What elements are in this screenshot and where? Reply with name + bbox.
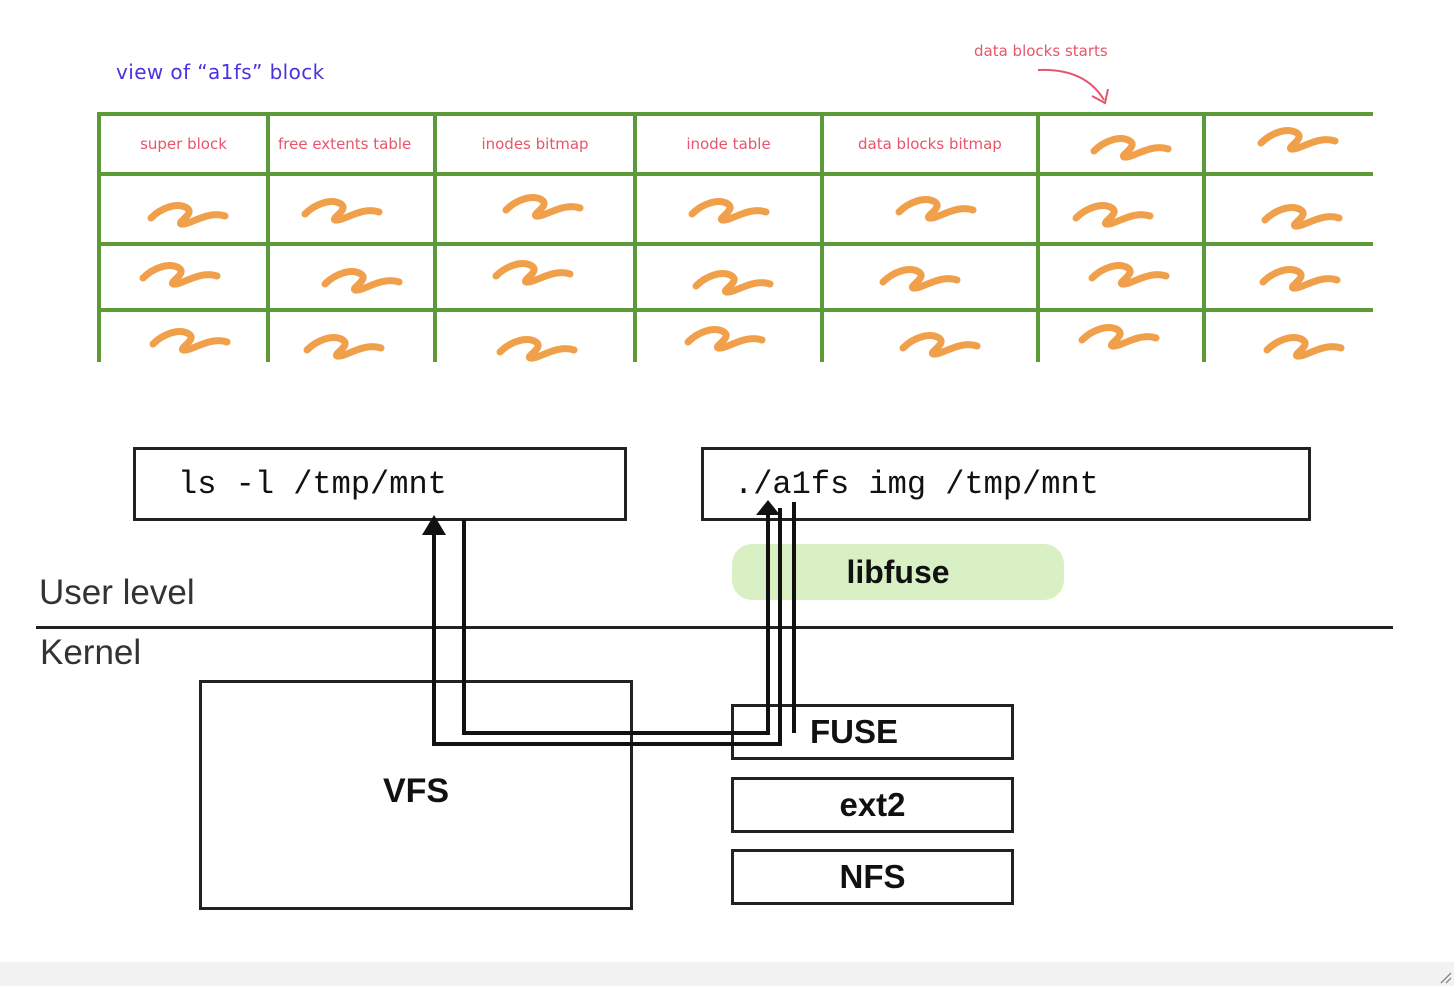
squiggle-icon: [688, 198, 769, 224]
squiggle-icon: [321, 268, 402, 294]
nfs-fs-box: NFS: [731, 849, 1014, 905]
a1fs-block-grid: super block free extents table inodes bi…: [97, 112, 1393, 370]
squiggle-icon: [502, 194, 584, 220]
cell-label: super block: [140, 135, 227, 153]
user-command-box: ls -l /tmp/mnt: [133, 447, 627, 521]
data-block-cell: [437, 246, 633, 308]
cell-label: free extents table: [278, 135, 412, 153]
data-blocks-start-arrow: [1037, 68, 1109, 105]
data-block-cell: [1206, 312, 1393, 370]
block-view-title: view of “a1fs” block: [116, 60, 325, 84]
squiggle-icon: [1078, 324, 1160, 350]
squiggle-icon: [1259, 266, 1340, 292]
cell-label: data blocks bitmap: [858, 135, 1002, 153]
data-blocks-start-label: data blocks starts: [974, 42, 1108, 60]
squiggle-icon: [1090, 135, 1172, 161]
block-cell-data-blocks-bitmap: data blocks bitmap: [824, 116, 1036, 172]
squiggle-icon: [684, 326, 765, 352]
squiggle-icon: [1257, 127, 1338, 153]
data-block-cell: [437, 312, 633, 370]
vfs-label: VFS: [382, 772, 450, 810]
block-cell-super-block: super block: [101, 116, 266, 172]
data-block-cell: [101, 312, 266, 370]
data-block-cell: [437, 176, 633, 242]
fuse-fs-box: FUSE: [731, 704, 1014, 760]
squiggle-icon: [149, 328, 230, 354]
cell-label: inodes bitmap: [481, 135, 589, 153]
data-block-cell: [824, 246, 1036, 308]
squiggle-icon: [1261, 204, 1342, 230]
data-block-cell: [637, 176, 820, 242]
data-block-cell: [270, 312, 433, 370]
bottom-strip: [0, 962, 1454, 986]
squiggle-icon: [303, 334, 384, 360]
data-block-cell: [1040, 116, 1202, 172]
data-block-cell: [824, 176, 1036, 242]
squiggle-icon: [147, 202, 228, 228]
squiggle-icon: [1072, 202, 1154, 228]
fuse-command-box: ./a1fs img /tmp/mnt: [701, 447, 1311, 521]
squiggle-icon: [492, 260, 574, 286]
data-block-cell: [1040, 246, 1202, 308]
user-kernel-divider: [36, 626, 1393, 629]
data-block-cell: [1040, 312, 1202, 370]
resize-grip-icon[interactable]: [1438, 970, 1452, 984]
block-cell-free-extents-table: free extents table: [270, 116, 433, 172]
squiggle-icon: [692, 270, 773, 296]
data-block-cell: [101, 176, 266, 242]
squiggle-icon: [1088, 262, 1170, 288]
data-block-cell: [1206, 246, 1393, 308]
data-block-cell: [824, 312, 1036, 370]
data-block-cell: [637, 246, 820, 308]
data-block-cell: [270, 246, 433, 308]
squiggle-icon: [301, 198, 382, 224]
block-cell-inode-table: inode table: [637, 116, 820, 172]
squiggle-icon: [895, 196, 977, 222]
block-cell-inodes-bitmap: inodes bitmap: [437, 116, 633, 172]
cell-label: inode table: [686, 135, 771, 153]
squiggle-icon: [1263, 334, 1344, 360]
squiggle-icon: [139, 262, 220, 288]
user-level-label: User level: [39, 573, 195, 612]
squiggle-icon: [496, 336, 578, 362]
data-block-cell: [1040, 176, 1202, 242]
data-block-cell: [1206, 116, 1393, 172]
squiggle-icon: [899, 332, 981, 358]
data-block-cell: [101, 246, 266, 308]
ext2-fs-box: ext2: [731, 777, 1014, 833]
data-block-cell: [1206, 176, 1393, 242]
squiggle-icon: [879, 266, 961, 292]
kernel-level-label: Kernel: [40, 633, 142, 672]
data-block-cell: [270, 176, 433, 242]
libfuse-pill: libfuse: [732, 544, 1064, 600]
data-block-cell: [637, 312, 820, 370]
